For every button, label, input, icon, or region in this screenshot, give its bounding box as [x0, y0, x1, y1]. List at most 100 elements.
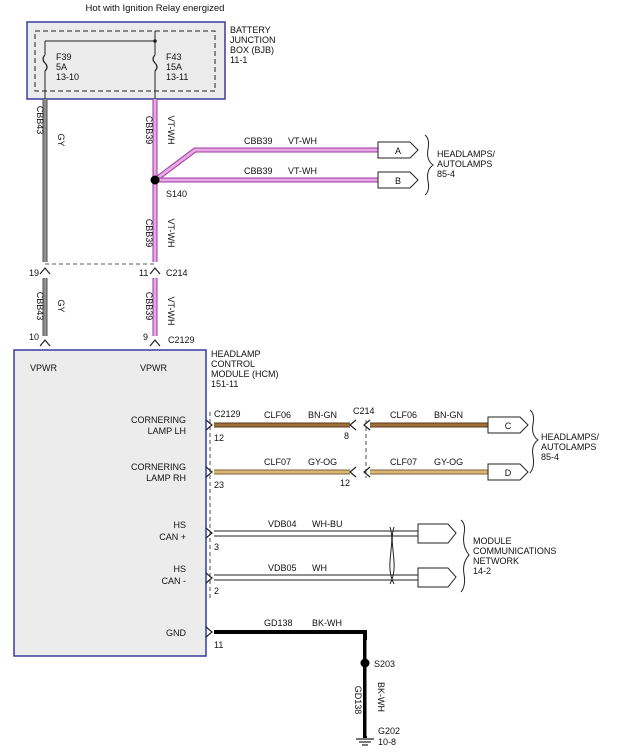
headlamps-lower-1: HEADLAMPS/ [541, 432, 600, 442]
c214-gy-pin: 19 [29, 268, 39, 278]
cbb39-lower-id: CBB39 [144, 292, 154, 321]
can-bus: VDB04 WH-BU 3 VDB05 WH 2 MODULE COMMUNIC… [205, 519, 556, 596]
network-arrow-plus [417, 523, 457, 544]
hcm-cornering-rh-2: LAMP RH [146, 473, 186, 483]
clf07-left-color: GY-OG [308, 457, 337, 467]
fuse-f43-icon [152, 54, 158, 72]
hcm-cornering-lh-1: CORNERING [131, 415, 186, 425]
gnd-pin-icon [205, 626, 213, 638]
clf07-right-id: CLF07 [390, 457, 417, 467]
vdb04-color: WH-BU [312, 519, 343, 529]
c214-vt-pin-icon [149, 267, 161, 275]
headlamps-upper-3: 85-4 [437, 169, 455, 179]
hcm-gnd: GND [166, 628, 187, 638]
twisted-pair-icon [389, 526, 395, 585]
c2129-gy-pin-icon [39, 339, 51, 347]
f39-name: F39 [56, 52, 72, 62]
branch-a-id: CBB39 [244, 136, 273, 146]
wire-cbb43: CBB43 GY CBB43 GY [35, 71, 66, 336]
rh-c214-pin-icon [349, 466, 357, 478]
headlamps-bracket-upper [424, 134, 434, 196]
hcm-can-plus-1: HS [173, 520, 186, 530]
gd138-vertical-id: GD138 [353, 686, 363, 715]
cbb43-upper-id: CBB43 [35, 106, 45, 135]
gd138-wire [214, 630, 367, 738]
hcm-title-1: HEADLAMP [211, 349, 261, 359]
rh-hcm-pin: 23 [214, 480, 224, 490]
lh-c214-mate-icon [363, 419, 371, 431]
wire-clf07: CLF07 GY-OG CLF07 GY-OG 23 12 [205, 457, 488, 490]
headlamps-bracket-lower [529, 409, 539, 474]
hcm-can-plus-2: CAN + [159, 532, 186, 542]
g202-label: G202 [378, 726, 400, 736]
hcm-title-3: MODULE (HCM) [211, 369, 279, 379]
network-1: MODULE [473, 536, 512, 546]
splice-s203-dot [360, 658, 370, 668]
cbb39-lower-color: VT-WH [166, 297, 176, 326]
can-plus-pin-icon [205, 527, 213, 539]
bjb-outline [26, 21, 226, 100]
c214-label: C214 [166, 268, 188, 278]
can-minus-pin-icon [205, 572, 213, 584]
clf06-left-id: CLF06 [264, 410, 291, 420]
bjb-title-2: JUNCTION [230, 35, 276, 45]
branch-a [154, 148, 378, 182]
headlamps-upper-2: AUTOLAMPS [437, 159, 492, 169]
ignition-note: Hot with Ignition Relay energized [86, 3, 225, 14]
splice-s140-dot [150, 175, 160, 185]
hcm-title-2: CONTROL [211, 359, 255, 369]
hcm-can-minus-1: HS [173, 564, 186, 574]
connector-c-label: C [505, 421, 512, 431]
wire-cbb39: CBB39 VT-WH CBB39 VT-WH CBB39 VT-WH [144, 71, 176, 336]
fuse-f39-icon [42, 54, 48, 72]
lh-hcm-pin: 12 [214, 433, 224, 443]
hcm-can-minus-2: CAN - [162, 576, 187, 586]
vdb04-id: VDB04 [268, 519, 297, 529]
connector-d-label: D [505, 468, 512, 478]
bjb-title-4: 11-1 [230, 55, 247, 65]
network-bracket [460, 519, 470, 593]
c2129-label-side: C2129 [214, 409, 241, 419]
cbb39-mid-color: VT-WH [166, 219, 176, 248]
wire-clf06: CLF06 BN-GN CLF06 BN-GN 12 8 C214 [205, 406, 488, 443]
bjb-inner-dashed [34, 30, 216, 92]
f43-ref: 13-11 [166, 72, 188, 82]
bjb-title-1: BATTERY [230, 25, 271, 35]
lh-hcm-pin-icon [205, 419, 213, 431]
clf07-right-color: GY-OG [434, 457, 463, 467]
f39-ref: 13-10 [56, 72, 79, 82]
lh-c214-pin-icon [349, 419, 357, 431]
s140-label: S140 [166, 189, 187, 199]
c214-vt-pin: 11 [139, 268, 148, 278]
can-minus-pin: 2 [214, 586, 219, 596]
network-4: 14-2 [473, 566, 491, 576]
battery-junction-box: BATTERY JUNCTION BOX (BJB) 11-1 F39 5A 1… [26, 21, 276, 100]
connector-d-arrow [487, 463, 529, 481]
branch-b-color: VT-WH [288, 166, 317, 176]
g202-ref: 10-8 [378, 737, 396, 747]
headlamps-upper-1: HEADLAMPS/ [437, 149, 496, 159]
hcm-title-4: 151-11 [211, 379, 238, 389]
connector-b-arrow [377, 171, 419, 189]
vdb05-id: VDB05 [268, 563, 297, 573]
network-3: NETWORK [473, 556, 519, 566]
rh-hcm-pin-icon [205, 466, 213, 478]
lh-c214-pin: 8 [344, 431, 349, 441]
gd138-vertical-color: BK-WH [376, 682, 386, 712]
connector-c2129-top: 10 9 C2129 [29, 332, 195, 347]
connector-c214-upper: 19 11 C214 [29, 263, 188, 278]
bjb-title-3: BOX (BJB) [230, 45, 274, 55]
rh-c214-pin: 12 [340, 478, 350, 488]
headlamps-lower-2: AUTOLAMPS [541, 442, 596, 452]
can-plus-pin: 3 [214, 542, 219, 552]
cbb43-lower-color: GY [56, 299, 66, 312]
clf06-right-id: CLF06 [390, 410, 417, 420]
clf06-right-color: BN-GN [434, 410, 463, 420]
cbb39-mid-id: CBB39 [144, 219, 154, 248]
connector-a-arrow [377, 141, 419, 159]
s203-label: S203 [374, 659, 395, 669]
network-2: COMMUNICATIONS [473, 546, 556, 556]
splice-s140-group: S140 CBB39 VT-WH CBB39 VT-WH A B HEADLAM… [150, 134, 496, 199]
c2129-vt-pin-icon [149, 339, 161, 347]
